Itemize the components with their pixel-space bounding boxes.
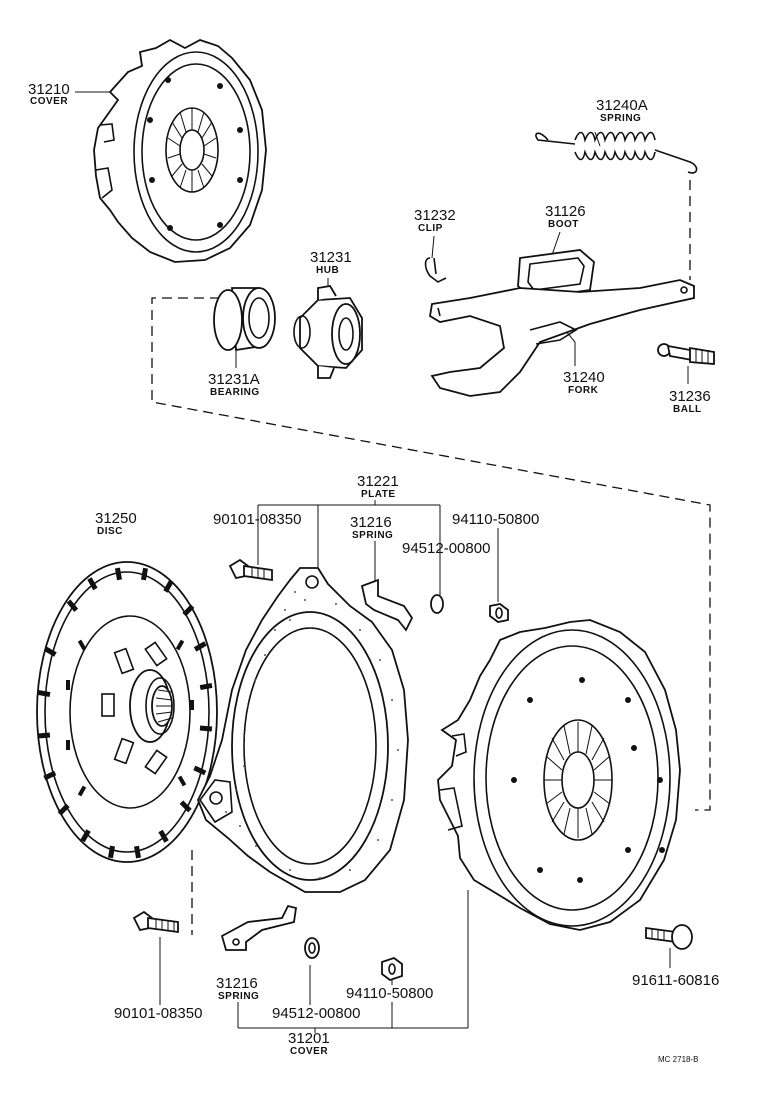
bolt-right-91611 [645,924,693,950]
label-disc: 31250 DISC [95,510,137,537]
svg-text:31221: 31221 [357,473,399,490]
svg-text:BEARING: BEARING [210,387,260,398]
bolt-top-90101 [228,558,273,582]
label-bolt-right: 91611-60816 [632,972,719,989]
svg-text:FORK: FORK [568,385,599,396]
label-bolt-bottom: 90101-08350 [114,1005,202,1022]
label-ball: 31236 BALL [669,388,711,415]
label-nut-top: 94110-50800 [452,511,539,528]
svg-text:DISC: DISC [97,526,123,537]
clip-31232 [424,257,447,283]
svg-text:PLATE: PLATE [361,489,396,500]
svg-text:31126: 31126 [545,203,586,220]
washer-bottom-94512 [304,937,320,959]
release-bearing-31231a [213,287,276,352]
clutch-cover-bottom-31201 [437,619,681,931]
svg-text:31232: 31232 [414,207,456,224]
label-nut-bottom: 94110-50800 [346,985,433,1002]
spring-bottom-31216 [220,904,298,951]
svg-text:BOOT: BOOT [548,219,579,230]
nut-top-94110 [489,603,509,623]
release-hub-31231 [293,285,363,379]
clutch-cover-top [93,38,267,263]
svg-text:31250: 31250 [95,510,137,527]
label-washer-bottom: 94512-00800 [272,1005,360,1022]
svg-text:HUB: HUB [316,265,339,276]
svg-text:31240A: 31240A [596,97,648,114]
label-fork: 31240 FORK [563,369,605,396]
label-cover-bottom: 31201 COVER [288,1030,330,1057]
ball-stud-31236 [657,343,715,365]
label-cover-top: 31210 COVER [28,81,70,107]
label-plate: 31221 PLATE [357,473,399,500]
svg-text:31231A: 31231A [208,371,260,388]
svg-text:SPRING: SPRING [600,113,641,124]
svg-text:31216: 31216 [216,975,258,992]
label-bolt-top: 90101-08350 [213,511,301,528]
svg-text:31236: 31236 [669,388,711,405]
figure-reference-code: MC 2718-B [658,1055,698,1064]
svg-text:31231: 31231 [310,249,352,266]
label-bearing: 31231A BEARING [208,371,260,398]
label-spring-top: 31216 SPRING [350,514,393,541]
svg-text:COVER: COVER [290,1046,328,1057]
label-clip: 31232 CLIP [414,207,456,234]
svg-text:31210: 31210 [28,81,70,98]
washer-top-94512 [430,594,444,614]
svg-text:BALL: BALL [673,404,702,415]
spring-top-31216 [360,578,414,632]
nut-bottom-94110 [381,956,403,982]
alignment-dashed-lines [151,180,711,935]
bolt-bottom-90101 [132,910,179,934]
label-hub: 31231 HUB [310,249,352,276]
svg-text:31216: 31216 [350,514,392,531]
boot-31126 [517,249,595,299]
svg-text:COVER: COVER [30,96,68,107]
release-fork-31240 [429,279,695,397]
svg-text:31240: 31240 [563,369,605,386]
clutch-disc-31250 [36,561,218,863]
spring-31240a [535,131,698,174]
svg-text:31201: 31201 [288,1030,330,1047]
svg-text:CLIP: CLIP [418,223,443,234]
label-spring-a: 31240A SPRING [596,97,648,124]
label-boot: 31126 BOOT [545,203,586,230]
svg-text:SPRING: SPRING [218,991,259,1002]
svg-text:SPRING: SPRING [352,530,393,541]
label-washer-top: 94512-00800 [402,540,490,557]
pressure-plate-31221 [197,567,409,893]
label-spring-bottom: 31216 SPRING [216,975,259,1002]
leader-lines [75,91,689,1033]
